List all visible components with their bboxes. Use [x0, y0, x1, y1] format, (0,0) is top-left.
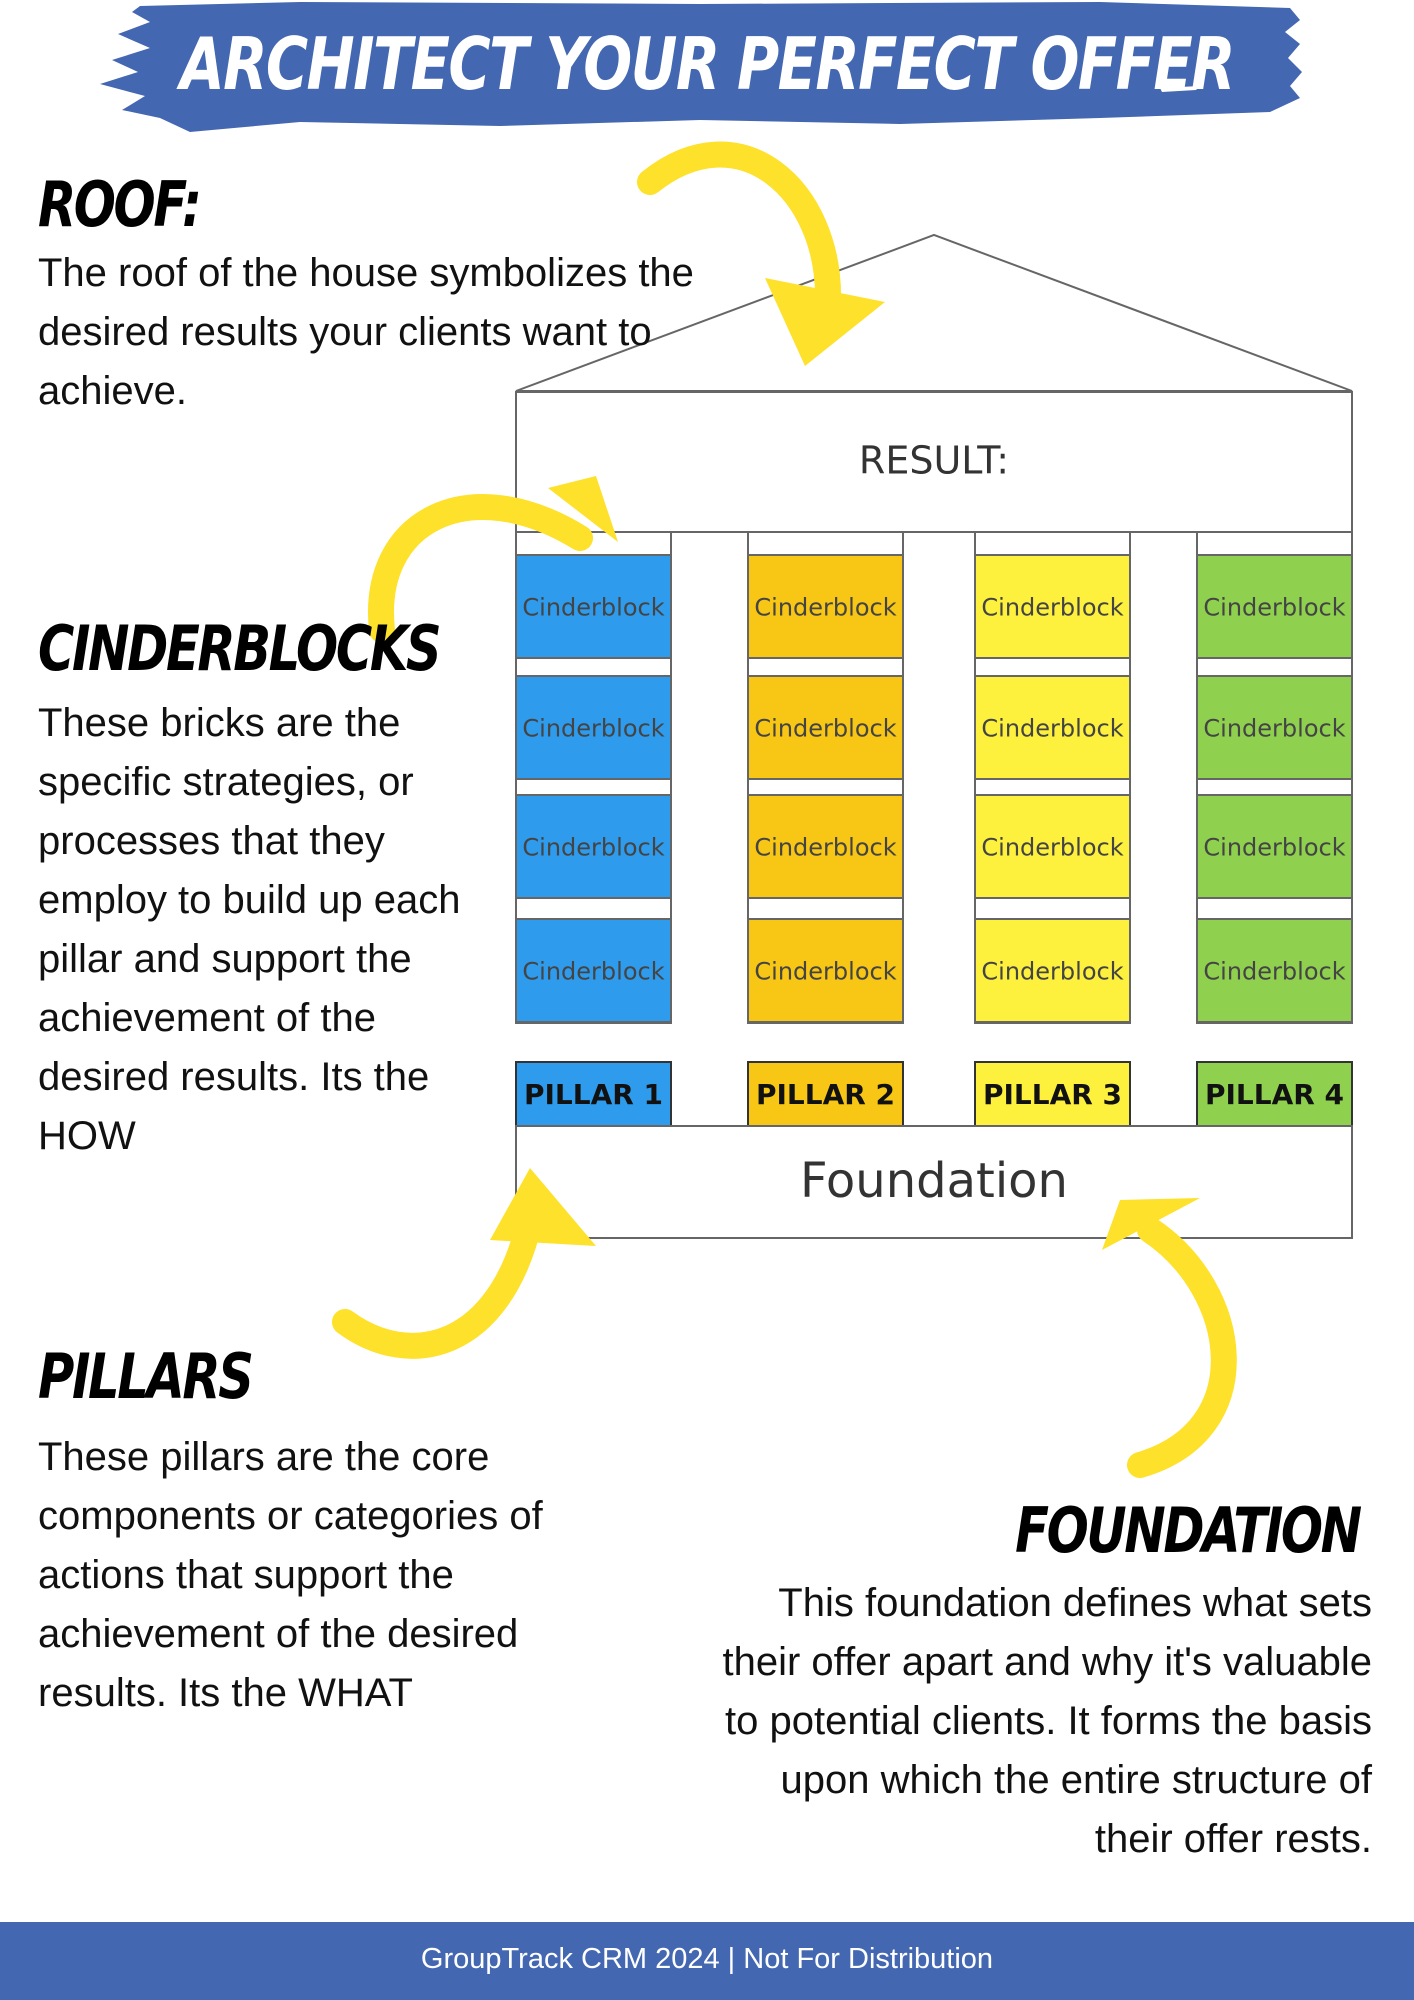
cinderblock-label: Cinderblock [1203, 834, 1345, 862]
cinderblocks-heading: CINDERBLOCKS [38, 612, 442, 685]
pillar-label: PILLAR 3 [983, 1078, 1122, 1111]
cinderblock [747, 918, 904, 1023]
cinderblock-label: Cinderblock [522, 958, 664, 986]
cinderblock-label: Cinderblock [754, 834, 896, 862]
foundation-box [515, 1125, 1353, 1239]
cinderblocks-description: These bricks are the specific strategies… [38, 701, 461, 1158]
page-title: ARCHITECT YOUR PERFECT OFFER [180, 22, 1235, 106]
cinderblock-label: Cinderblock [1203, 594, 1345, 622]
cinderblock-label: Cinderblock [754, 958, 896, 986]
cinderblock [747, 675, 904, 780]
footer: GroupTrack CRM 2024 | Not For Distributi… [0, 1922, 1414, 2000]
cinderblock-label: Cinderblock [522, 715, 664, 743]
cinderblock [515, 918, 672, 1023]
cinderblock [1196, 675, 1353, 780]
cinderblock [515, 794, 672, 899]
result-label: RESULT: [859, 439, 1009, 483]
brush-stroke-banner [100, 2, 1302, 132]
pillar-label: PILLAR 2 [756, 1078, 895, 1111]
pillar-block [974, 1061, 1131, 1127]
cinderblock [1196, 554, 1353, 659]
offer-house-diagram: RESULT:CinderblockCinderblockCinderblock… [332, 141, 1353, 1478]
result-box [515, 391, 1353, 533]
cinderblock [747, 554, 904, 659]
cinderblock [974, 794, 1131, 899]
cinderblock [974, 554, 1131, 659]
foundation-label: Foundation [800, 1153, 1068, 1209]
pillar-block [747, 1061, 904, 1127]
cinderblock-label: Cinderblock [981, 715, 1123, 743]
cinderblock [1196, 794, 1353, 899]
cinderblock [747, 794, 904, 899]
cinderblock [515, 675, 672, 780]
cinderblock-label: Cinderblock [522, 594, 664, 622]
roof-heading: ROOF: [38, 168, 202, 241]
pillar-label: PILLAR 4 [1205, 1078, 1344, 1111]
cinderblock [974, 918, 1131, 1023]
pillar-block [1196, 1061, 1353, 1127]
cinderblock [1196, 918, 1353, 1023]
cinderblock-label: Cinderblock [522, 834, 664, 862]
cinderblock [974, 675, 1131, 780]
cinderblock [515, 554, 672, 659]
foundation-description: This foundation defines what sets their … [722, 1581, 1373, 1861]
cinderblock-label: Cinderblock [1203, 715, 1345, 743]
pillar-block [515, 1061, 672, 1127]
foundation-arrow [1102, 1198, 1237, 1478]
cinderblock-label: Cinderblock [981, 594, 1123, 622]
cinderblock-label: Cinderblock [981, 834, 1123, 862]
foundation-heading: FOUNDATION [1015, 1494, 1362, 1567]
pillar-arrow [332, 1168, 596, 1359]
pillars-heading: PILLARS [38, 1340, 254, 1413]
roof-description: The roof of the house symbolizes the des… [38, 251, 694, 413]
cinderblock-label: Cinderblock [754, 715, 896, 743]
cinderblock-arrow [368, 476, 618, 643]
cinderblock-label: Cinderblock [1203, 958, 1345, 986]
cinderblock-label: Cinderblock [981, 958, 1123, 986]
pillar-label: PILLAR 1 [524, 1078, 663, 1111]
roof-arrow [637, 141, 885, 366]
title-banner [100, 2, 1302, 132]
pillars-description: These pillars are the core components or… [38, 1435, 543, 1715]
cinderblock-label: Cinderblock [754, 594, 896, 622]
